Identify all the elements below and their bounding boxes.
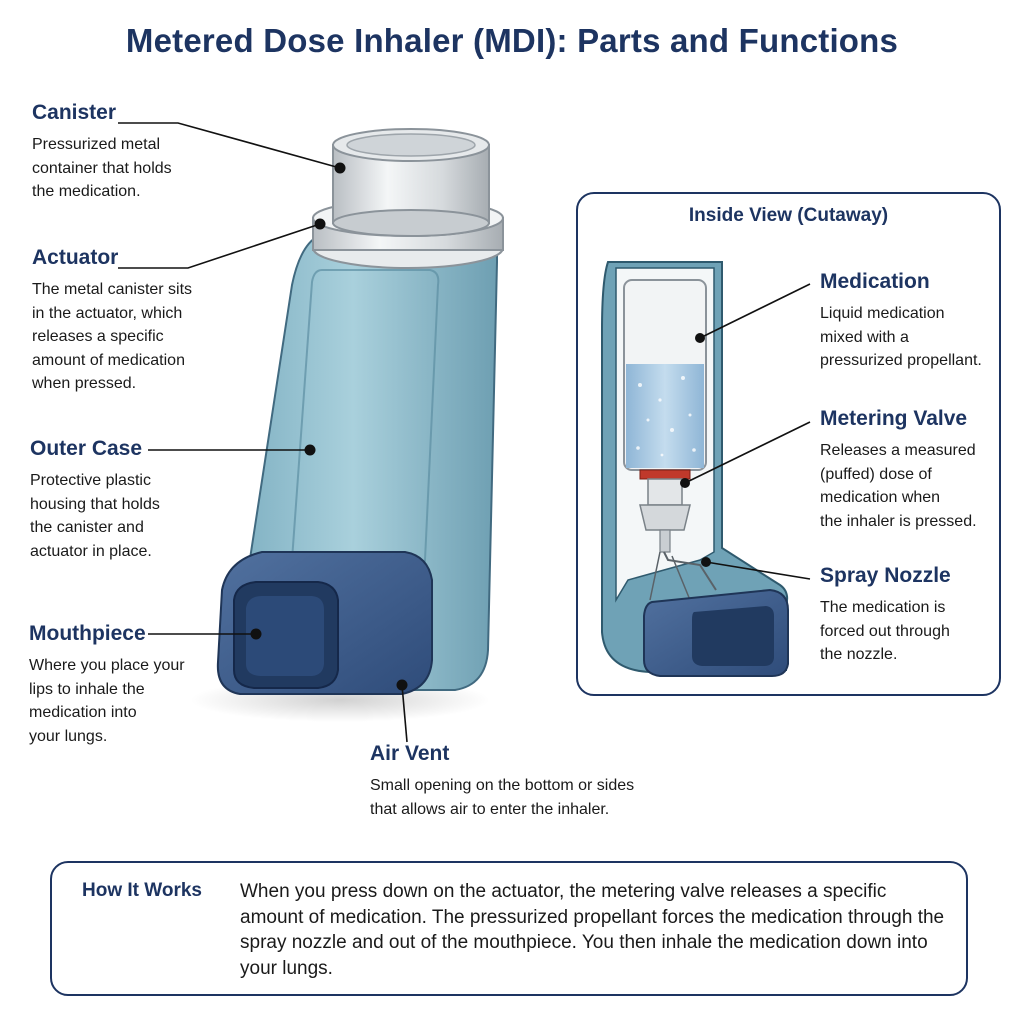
how-it-works-text: When you press down on the actuator, the… (240, 879, 952, 981)
outer-case-label: Outer Case Protective plastic housing th… (30, 437, 160, 563)
canister-label: Canister Pressurized metal container tha… (32, 101, 172, 204)
mouthpiece-marker (251, 629, 262, 640)
canister-desc: Pressurized metal container that holds t… (32, 133, 172, 204)
air-vent-label: Air Vent Small opening on the bottom or … (370, 742, 634, 821)
medication-title: Medication (820, 270, 982, 294)
spray-nozzle-label: Spray Nozzle The medication is forced ou… (820, 564, 951, 667)
actuator-title: Actuator (32, 246, 192, 270)
medication-desc: Liquid medication mixed with a pressuriz… (820, 302, 982, 373)
canister-top-inner (347, 134, 475, 156)
medication-label: Medication Liquid medication mixed with … (820, 270, 982, 373)
outer-case-desc: Protective plastic housing that holds th… (30, 469, 160, 563)
outer-case-marker (305, 445, 316, 456)
metering-valve-label: Metering Valve Releases a measured (puff… (820, 407, 977, 533)
spray-nozzle-title: Spray Nozzle (820, 564, 951, 588)
metering-valve-title: Metering Valve (820, 407, 977, 431)
canister-title: Canister (32, 101, 172, 125)
mouthpiece-title: Mouthpiece (29, 622, 185, 646)
actuator-marker (315, 219, 326, 230)
mouthpiece-desc: Where you place your lips to inhale the … (29, 654, 185, 748)
mouthpiece-label: Mouthpiece Where you place your lips to … (29, 622, 185, 748)
how-it-works-title: How It Works (82, 880, 202, 902)
actuator-desc: The metal canister sits in the actuator,… (32, 278, 192, 396)
cutaway-title: Inside View (Cutaway) (576, 205, 1001, 227)
canister-bottom (333, 210, 489, 236)
air-vent-desc: Small opening on the bottom or sides tha… (370, 774, 634, 821)
outer-case-title: Outer Case (30, 437, 160, 461)
spray-nozzle-desc: The medication is forced out through the… (820, 596, 951, 667)
actuator-label: Actuator The metal canister sits in the … (32, 246, 192, 396)
canister-marker (335, 163, 346, 174)
air-vent-marker (397, 680, 408, 691)
air-vent-title: Air Vent (370, 742, 634, 766)
metering-valve-desc: Releases a measured (puffed) dose of med… (820, 439, 977, 533)
